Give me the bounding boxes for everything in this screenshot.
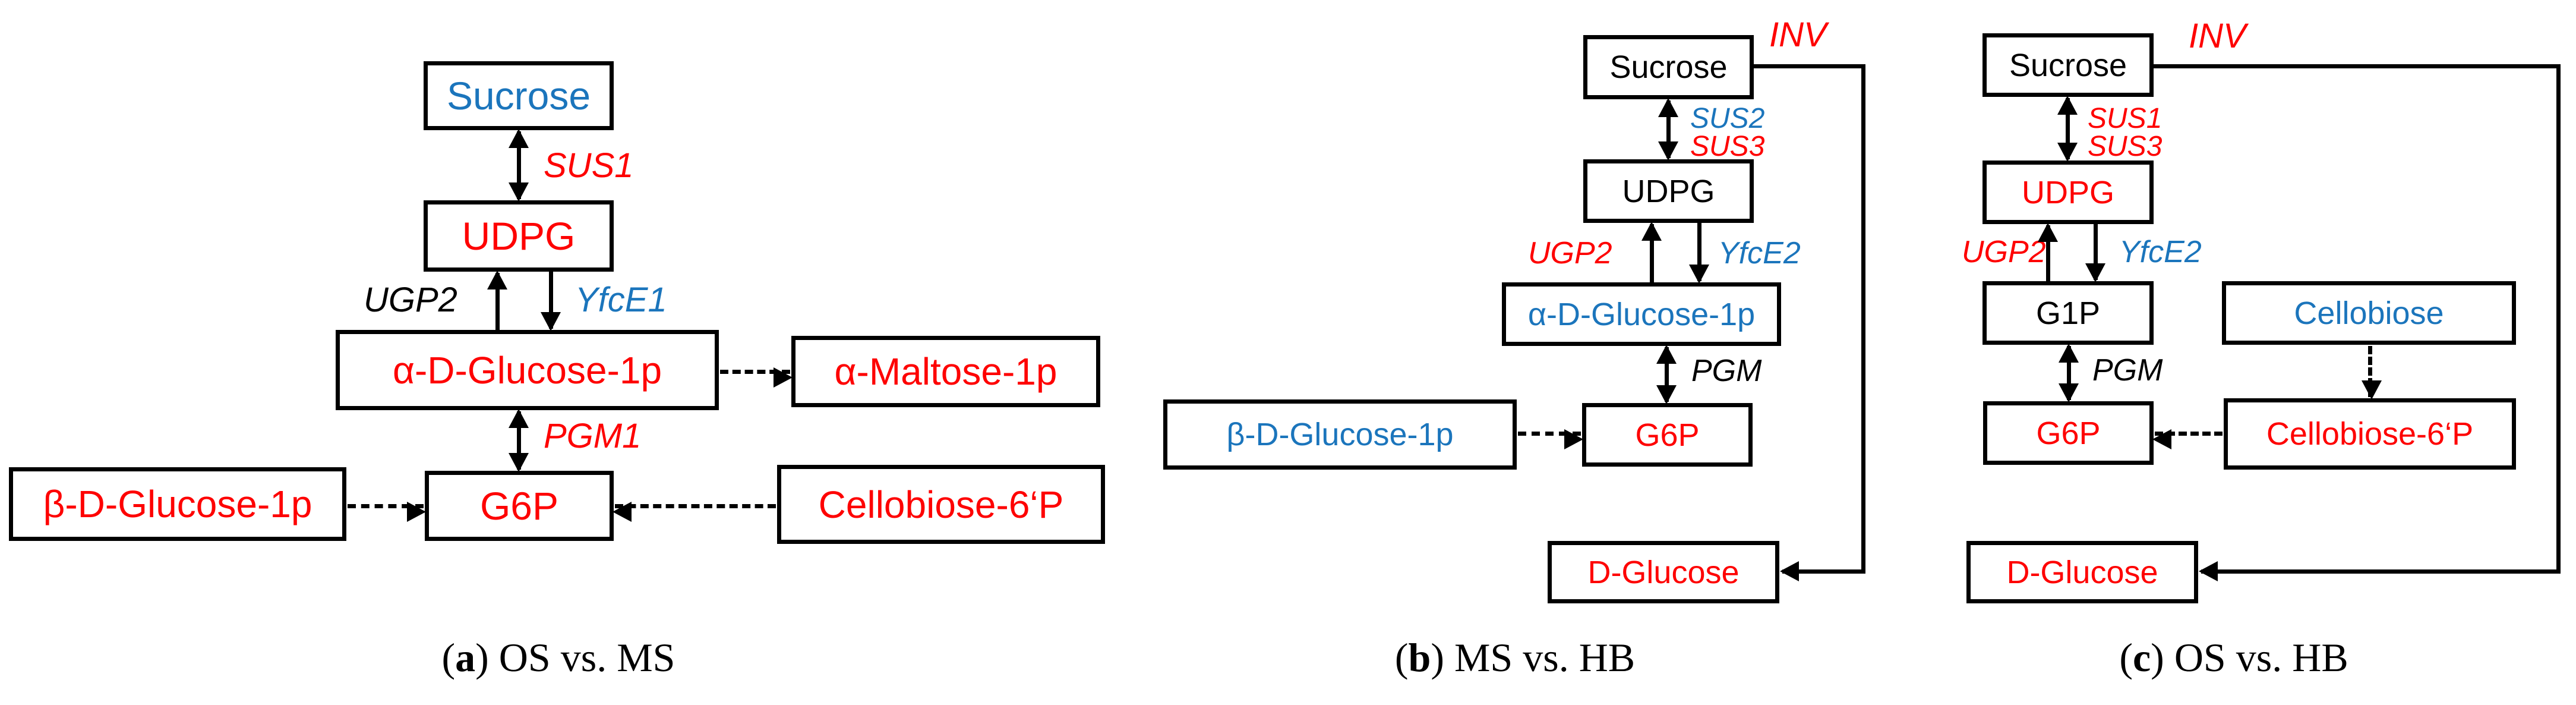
enzyme-label-sus3-c: SUS3 (2088, 131, 2163, 162)
node-cellobiose-6p-a: Cellobiose-6‘P (777, 465, 1105, 544)
node-sucrose-b: Sucrose (1583, 35, 1754, 99)
dashed-arrow-beta-to-g6p-a (348, 502, 426, 522)
double-arrow-sucrose-udpg-a (509, 129, 529, 202)
node-sucrose-a: Sucrose (424, 61, 614, 130)
arrow-udpg-to-alpha-b (1689, 223, 1709, 284)
caption-b-rest: ) MS vs. HB (1431, 635, 1636, 680)
node-udpg-a: UDPG (424, 200, 614, 272)
inv-arrow-into-dglucose-b (1780, 561, 1861, 581)
arrow-g1p-to-udpg-c (2038, 223, 2058, 281)
node-g6p-b: G6P (1582, 403, 1753, 467)
double-arrow-sucrose-udpg-c (2057, 96, 2078, 162)
enzyme-label-sus1-c: SUS1 (2088, 103, 2163, 134)
inv-line-top-c (2154, 64, 2561, 68)
double-arrow-pgm-b (1656, 345, 1677, 404)
node-g1p-c: G1P (1982, 281, 2154, 345)
dashed-arrow-cellobiose6p-to-g6p-a (613, 502, 776, 522)
enzyme-label-pgm-c: PGM (2092, 353, 2163, 388)
double-arrow-sucrose-udpg-b (1658, 98, 1678, 160)
enzyme-label-ugp2-c: UGP2 (1962, 235, 2046, 269)
arrow-alpha-to-udpg-b (1641, 222, 1662, 282)
inv-line-vertical-b (1861, 64, 1865, 574)
enzyme-label-ugp2-a: UGP2 (364, 281, 457, 319)
enzyme-label-inv-b: INV (1769, 15, 1827, 54)
caption-a-rest: ) OS vs. MS (475, 635, 675, 680)
node-sucrose-c: Sucrose (1982, 33, 2154, 97)
double-arrow-pgm-c (2059, 344, 2079, 402)
node-d-glucose-c: D-Glucose (1966, 541, 2198, 603)
inv-arrow-into-dglucose-c (2199, 561, 2556, 581)
caption-a-open: ( (441, 635, 456, 680)
enzyme-label-sus1-a: SUS1 (544, 146, 634, 185)
node-alpha-maltose-1p-a: α-Maltose-1p (791, 336, 1100, 407)
dashed-arrow-alpha-to-maltose-a (720, 367, 793, 388)
node-beta-glucose-1p-a: β-D-Glucose-1p (9, 467, 346, 541)
node-cellobiose-6p-c: Cellobiose-6‘P (2224, 398, 2516, 470)
node-g6p-c: G6P (1983, 401, 2154, 465)
double-arrow-pgm1-a (509, 409, 529, 472)
node-alpha-glucose-1p-a: α-D-Glucose-1p (336, 330, 719, 410)
dashed-arrow-cellobiose6p-to-g6p-c (2152, 429, 2223, 449)
dashed-arrow-beta-to-g6p-b (1518, 429, 1583, 449)
node-d-glucose-b: D-Glucose (1548, 541, 1779, 603)
enzyme-label-yfce2-b: YfcE2 (1718, 236, 1801, 270)
enzyme-label-yfce1-a: YfcE1 (575, 281, 667, 319)
caption-b-open: ( (1394, 635, 1409, 680)
enzyme-label-inv-c: INV (2189, 17, 2246, 55)
caption-c-letter: c (2132, 635, 2151, 680)
enzyme-label-sus2-b: SUS2 (1690, 103, 1765, 134)
inv-line-top-b (1754, 64, 1865, 68)
enzyme-label-yfce2-c: YfcE2 (2119, 235, 2202, 269)
node-g6p-a: G6P (425, 471, 614, 541)
enzyme-label-pgm-b: PGM (1691, 354, 1762, 388)
node-beta-glucose-1p-b: β-D-Glucose-1p (1163, 399, 1517, 470)
node-alpha-glucose-1p-b: α-D-Glucose-1p (1502, 282, 1781, 346)
caption-a: (a) OS vs. MS (380, 637, 737, 678)
caption-b: (b) MS vs. HB (1337, 637, 1693, 678)
caption-b-letter: b (1408, 635, 1431, 680)
enzyme-label-pgm1-a: PGM1 (544, 417, 642, 455)
node-cellobiose-c: Cellobiose (2222, 281, 2516, 345)
caption-c: (c) OS vs. HB (2056, 637, 2412, 678)
arrow-alpha-to-udpg-a (487, 270, 507, 330)
node-udpg-c: UDPG (1982, 160, 2154, 224)
enzyme-label-sus3-b: SUS3 (1690, 131, 1765, 162)
enzyme-label-ugp2-b: UGP2 (1528, 236, 1612, 270)
arrow-udpg-to-g1p-c (2085, 224, 2105, 282)
caption-a-letter: a (455, 635, 476, 680)
node-udpg-b: UDPG (1583, 159, 1754, 223)
arrow-udpg-to-alpha-a (541, 272, 561, 331)
caption-c-open: ( (2119, 635, 2133, 680)
inv-line-vertical-c (2556, 64, 2561, 574)
dashed-arrow-cellobiose-to-cellobiose6p-c (2362, 346, 2382, 399)
caption-c-rest: ) OS vs. HB (2151, 635, 2348, 680)
